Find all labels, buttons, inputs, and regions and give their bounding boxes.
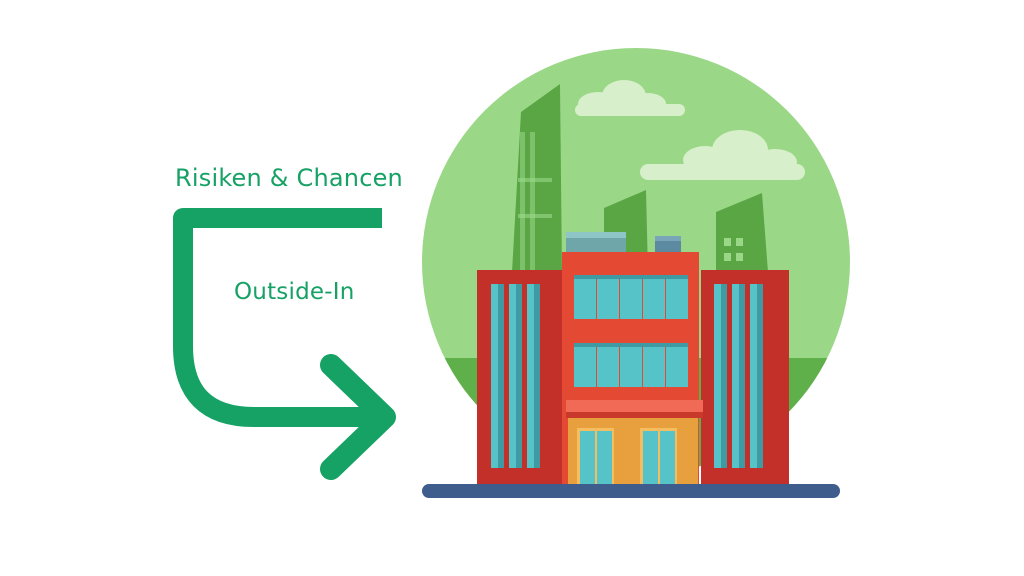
- curved-arrow-icon: [173, 208, 396, 480]
- cloud-icon: [575, 80, 685, 116]
- office-building-icon: [477, 232, 789, 484]
- risks-chances-label: Risiken & Chancen: [175, 164, 403, 192]
- cloud-icon: [640, 130, 805, 180]
- ground-line: [422, 484, 840, 498]
- building-silhouette: [716, 193, 768, 272]
- skyscraper-silhouette: [512, 84, 562, 272]
- outside-in-label: Outside-In: [234, 279, 355, 305]
